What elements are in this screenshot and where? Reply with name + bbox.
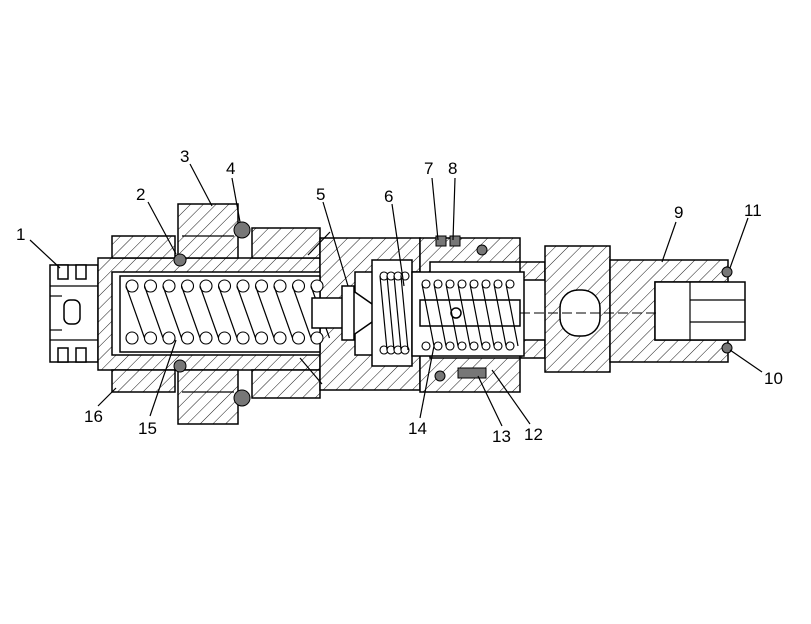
callout-10: 10 (764, 369, 783, 388)
spring-coil (310, 331, 324, 345)
spring-coil-link (493, 283, 507, 347)
spring-coil (481, 341, 491, 351)
spring-coil-link (162, 285, 183, 339)
spring-coil (481, 279, 491, 289)
spring-coil-link (180, 285, 201, 339)
callout-5: 5 (316, 185, 325, 204)
end-cap-part (609, 259, 746, 363)
pilot-spring-part (371, 259, 413, 367)
spring-coil (505, 279, 515, 289)
piston-part (411, 271, 525, 357)
spring-coil (143, 331, 158, 345)
poppet-part (311, 285, 387, 341)
spring-coil-link (125, 285, 146, 339)
callout-11: 11 (744, 201, 762, 220)
spring-coil-link (433, 283, 447, 347)
spring-coil (445, 279, 455, 289)
spring-coil (493, 279, 503, 289)
locknut-part (177, 203, 239, 425)
o-rings (173, 221, 733, 407)
callout-labels: 1 2 3 4 5 6 7 8 9 10 11 12 13 14 15 16 (16, 147, 783, 446)
spring-coil (254, 331, 269, 345)
spring-coil-link (254, 285, 275, 339)
spring-coil (125, 331, 139, 345)
spring-coil (162, 331, 176, 345)
spring-coil-link (505, 283, 519, 347)
spring-coil (469, 341, 479, 351)
callout-3: 3 (180, 147, 189, 166)
spring-coil-link (217, 285, 238, 339)
spring-coil-link (143, 285, 164, 339)
spring-coil (199, 331, 213, 345)
spring-coil-link (421, 283, 435, 347)
callout-1: 1 (16, 225, 25, 244)
spring-coil (457, 279, 467, 289)
spring-coil (217, 331, 232, 345)
spring-coil (273, 331, 287, 345)
spring-coil (421, 341, 431, 351)
spring-coil (421, 279, 431, 289)
spring-coil (180, 331, 195, 345)
main-spring-part (119, 275, 331, 353)
callout-13: 13 (492, 427, 511, 446)
spring-coil (400, 345, 410, 355)
callout-4: 4 (226, 159, 235, 178)
callout-7: 7 (424, 159, 433, 178)
spring-coil-link (400, 275, 409, 351)
spring-coil-link (481, 283, 495, 347)
spring-coil-link (379, 275, 388, 351)
spring-coil (445, 341, 455, 351)
spring-coil-link (393, 275, 402, 351)
callout-9: 9 (674, 203, 683, 222)
spring-coil (493, 341, 503, 351)
spring-coil-link (273, 285, 294, 339)
spring-coil-link (386, 275, 395, 351)
callout-8: 8 (448, 159, 457, 178)
spring-coil (433, 279, 443, 289)
spring-coil-link (457, 283, 471, 347)
callout-12: 12 (524, 425, 543, 444)
callout-14: 14 (408, 419, 427, 438)
callout-2: 2 (136, 185, 145, 204)
spring-coil (457, 341, 467, 351)
callout-6: 6 (384, 187, 393, 206)
spring-coil (505, 341, 515, 351)
spring-coil (469, 279, 479, 289)
spring-coil (291, 331, 306, 345)
adjusting-screw-part (49, 264, 99, 363)
spring-coil-link (445, 283, 459, 347)
callout-15: 15 (138, 419, 157, 438)
spring-coil (433, 341, 443, 351)
spring-coil (236, 331, 250, 345)
spring-coil-link (199, 285, 220, 339)
spring-coil-link (236, 285, 257, 339)
spring-coil-link (291, 285, 312, 339)
leader-lines (29, 163, 763, 427)
spring-coil-link (469, 283, 483, 347)
housing-left (97, 235, 321, 393)
callout-16: 16 (84, 407, 103, 426)
